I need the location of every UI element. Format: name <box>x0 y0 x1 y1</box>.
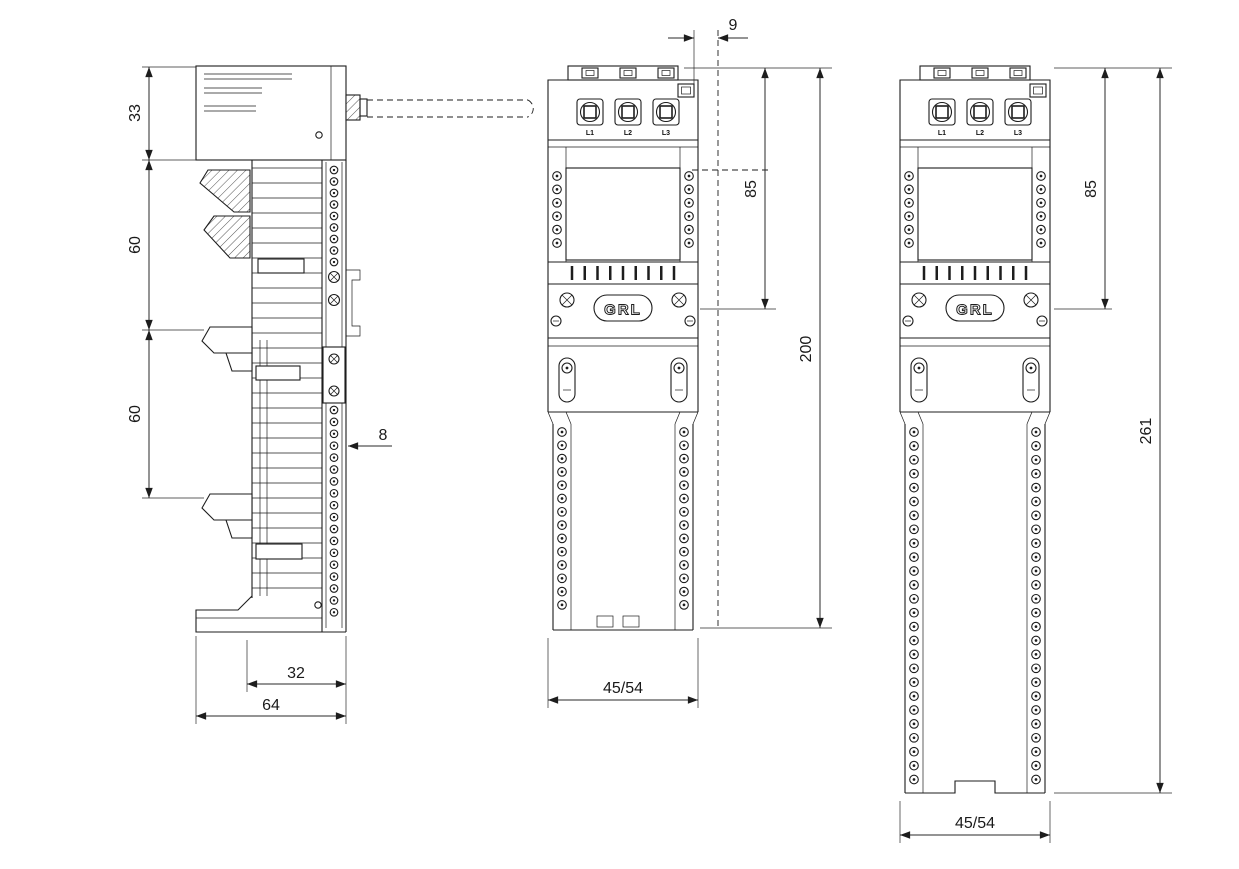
dim-label-33: 33 <box>127 104 144 122</box>
dim-label-45-54: 45/54 <box>603 680 643 697</box>
body-fins <box>252 167 322 589</box>
dim-label-85: 85 <box>743 180 760 198</box>
front-200-dimensions: 9 85 200 45/54 <box>547 17 832 708</box>
lower-terminal-row-right <box>1031 427 1041 785</box>
lower-terminal-row-right <box>679 427 689 610</box>
din-clip-lower <box>203 215 251 259</box>
dim-label-64: 64 <box>262 697 280 714</box>
mid-latch <box>201 326 253 354</box>
dim-label-261: 261 <box>1138 418 1155 445</box>
low-latch <box>201 493 253 521</box>
screw-icon <box>327 270 341 284</box>
side-view-dimensions: 33 60 60 8 32 64 <box>127 66 392 724</box>
dim-label-45-54-long: 45/54 <box>955 815 995 832</box>
dim-label-60-upper: 60 <box>127 236 144 254</box>
base-foot <box>195 595 346 633</box>
front-view-200 <box>546 64 700 631</box>
dim-label-9: 9 <box>729 17 738 34</box>
dim-label-8: 8 <box>379 427 388 444</box>
dim-label-32: 32 <box>287 665 305 682</box>
din-rail-profile <box>346 269 361 337</box>
screw-icon <box>327 293 341 307</box>
din-clip-upper <box>199 169 251 213</box>
side-terminal-row-lower <box>329 405 339 617</box>
lower-terminal-row-left <box>909 427 919 785</box>
conductor-connector <box>345 94 368 121</box>
cable-phantom-outline <box>367 99 534 118</box>
dim-label-200: 200 <box>798 336 815 363</box>
side-view <box>195 65 534 633</box>
lower-terminal-row-left <box>557 427 567 610</box>
front-view-261 <box>898 64 1052 794</box>
dim-label-85-long: 85 <box>1083 180 1100 198</box>
module-head-instance <box>546 64 700 414</box>
front-261-dimensions: 85 261 45/54 <box>899 67 1172 843</box>
screw-icon <box>328 385 340 397</box>
dim-label-60-lower: 60 <box>127 405 144 423</box>
side-terminal-row-upper <box>329 165 339 267</box>
screw-icon <box>328 353 340 365</box>
module-head-instance <box>898 64 1052 414</box>
